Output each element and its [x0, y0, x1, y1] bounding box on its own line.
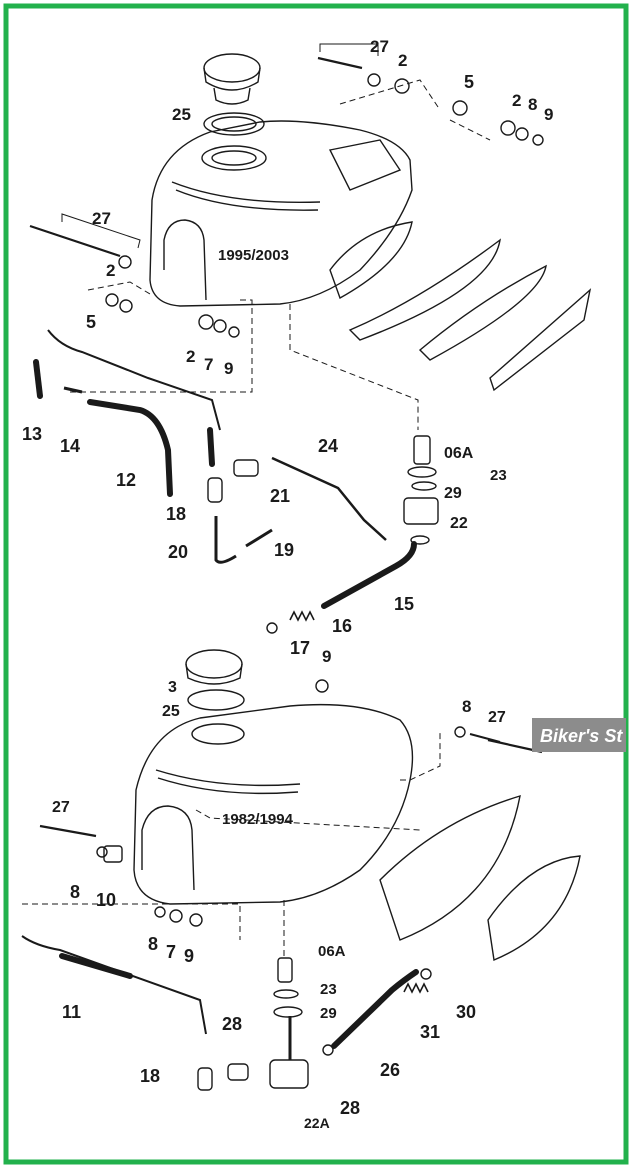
callout-label: 14 — [60, 436, 80, 456]
callout-label: 17 — [290, 638, 310, 658]
callout-label: 25 — [172, 105, 191, 124]
callout-label: 3 — [168, 679, 177, 696]
callouts: 1995/2003 1982/1994 27 2 5 2 8 9 25 27 2… — [22, 37, 553, 1131]
callout-label: 26 — [380, 1060, 400, 1080]
callout-label: 19 — [274, 540, 294, 560]
callout-label: 27 — [52, 799, 70, 816]
callout-label: 18 — [166, 504, 186, 524]
callout-label: 25 — [162, 703, 180, 720]
callout-label: 06A — [444, 445, 474, 462]
callout-label: 12 — [116, 470, 136, 490]
filler-cap-lower — [185, 649, 243, 679]
callout-label: 18 — [140, 1066, 160, 1086]
callout-label: 8 — [462, 697, 471, 716]
callout-label: 06A — [318, 943, 346, 960]
callout-label: 9 — [322, 647, 331, 666]
filler-cap — [203, 53, 261, 83]
callout-label: 2 — [186, 347, 195, 366]
callout-label: 5 — [464, 72, 474, 92]
callout-label: 30 — [456, 1002, 476, 1022]
callout-label: 27 — [370, 37, 389, 56]
callout-label: 23 — [490, 467, 507, 484]
callout-label: 9 — [184, 946, 194, 966]
callout-label: 16 — [332, 616, 352, 636]
callout-label: 29 — [320, 1005, 337, 1022]
decal-sportster — [487, 855, 581, 961]
callout-label: 20 — [168, 542, 188, 562]
lower-assembly — [21, 649, 581, 1091]
callout-label: 8 — [528, 95, 537, 114]
decal-emblem-1 — [329, 221, 413, 300]
callout-label: 27 — [92, 209, 111, 228]
decal-emblem-lower — [379, 794, 521, 941]
callout-label: 10 — [96, 890, 116, 910]
decal-script-2 — [418, 264, 547, 361]
watermark-text: Biker's St — [540, 726, 623, 746]
callout-label: 2 — [398, 51, 407, 70]
fuel-tank-upper — [149, 120, 413, 307]
year-label-upper: 1995/2003 — [218, 247, 289, 264]
callout-label: 11 — [62, 1002, 81, 1022]
callout-label: 9 — [224, 359, 233, 378]
callout-label: 7 — [166, 942, 176, 962]
callout-label: 31 — [420, 1022, 440, 1042]
callout-label: 2 — [106, 261, 115, 280]
callout-label: 9 — [544, 105, 553, 124]
callout-label: 27 — [488, 709, 506, 726]
callout-label: 21 — [270, 486, 290, 506]
fuel-tank-lower — [133, 703, 414, 905]
callout-label: 8 — [148, 934, 158, 954]
callout-label: 15 — [394, 594, 414, 614]
callout-label: 8 — [70, 882, 80, 902]
callout-label: 7 — [204, 355, 213, 374]
callout-label: 22A — [304, 1115, 330, 1131]
watermark: Biker's St — [532, 718, 626, 752]
callout-label: 5 — [86, 312, 96, 332]
decal-script-1 — [348, 238, 501, 341]
callout-label: 2 — [512, 91, 521, 110]
decal-bar — [489, 288, 592, 392]
callout-label: 13 — [22, 424, 42, 444]
callout-label: 23 — [320, 981, 337, 998]
callout-label: 24 — [318, 436, 338, 456]
callout-label: 28 — [340, 1098, 360, 1118]
upper-assembly — [29, 43, 592, 634]
cap-gasket — [203, 112, 265, 136]
callout-label: 29 — [444, 485, 462, 502]
callout-label: 22 — [450, 515, 468, 532]
frame-border — [3, 3, 629, 1165]
year-label-lower: 1982/1994 — [222, 811, 294, 828]
callout-label: 28 — [222, 1014, 242, 1034]
